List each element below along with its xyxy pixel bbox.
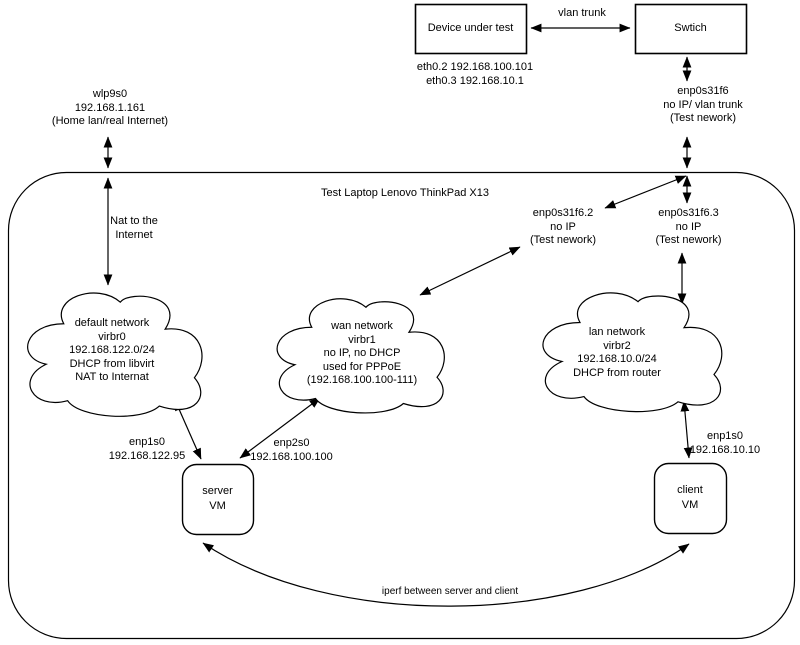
nic-line: 192.168.122.95 bbox=[108, 449, 186, 462]
vlan-trunk-label: vlan trunk bbox=[558, 7, 606, 19]
nat-line: Nat to the bbox=[110, 215, 158, 227]
cloud-line: used for PPPoE bbox=[322, 360, 402, 373]
cloud-line: virbr1 bbox=[348, 333, 376, 346]
arrow-iperf-curve bbox=[202, 542, 690, 607]
cloud-line: DHCP from libvirt bbox=[69, 357, 155, 370]
cloud-line: no IP, no DHCP bbox=[323, 347, 401, 359]
server-enp1s0-label: enp1s0 192.168.122.95 bbox=[102, 436, 192, 463]
enp0s31f6-3-label: enp0s31f6.3 no IP (Test nework) bbox=[636, 207, 741, 248]
cloud-line: 192.168.122.0/24 bbox=[69, 344, 155, 356]
nic-line: enp2s0 bbox=[273, 437, 310, 449]
switch-port-line: no IP/ vlan trunk bbox=[663, 98, 743, 111]
cloud-line: virbr2 bbox=[603, 339, 631, 352]
arrow-wan-enp2 bbox=[419, 246, 521, 296]
enp3-line: no IP bbox=[675, 220, 702, 233]
enp3-line: (Test nework) bbox=[655, 234, 722, 246]
device-under-test-box bbox=[414, 3, 528, 55]
switch-port-line: enp0s31f6 bbox=[677, 85, 729, 97]
device-eth-line: eth0.3 192.168.10.1 bbox=[426, 74, 524, 87]
client-vm-label: client VM bbox=[654, 463, 726, 533]
laptop-title: Test Laptop Lenovo ThinkPad X13 bbox=[321, 187, 489, 199]
client-enp1s0-label: enp1s0 192.168.10.10 bbox=[680, 430, 770, 457]
lan-network-cloud bbox=[543, 293, 722, 412]
arrow-wan-server bbox=[239, 397, 321, 459]
device-eth-line: eth0.2 192.168.100.101 bbox=[416, 61, 534, 73]
wan-network-cloud-label: wan network virbr1 no IP, no DHCP used f… bbox=[287, 320, 437, 388]
wan-network-cloud bbox=[277, 299, 444, 413]
enp3-line: enp0s31f6.3 bbox=[658, 207, 719, 219]
server-vm-label: server VM bbox=[182, 464, 253, 534]
switch-port-label: enp0s31f6 no IP/ vlan trunk (Test nework… bbox=[637, 85, 769, 126]
cloud-line: NAT to Internat bbox=[75, 371, 149, 383]
enp2-line: (Test nework) bbox=[529, 234, 597, 246]
cloud-line: lan network bbox=[588, 326, 646, 338]
arrow-lan-client bbox=[680, 400, 693, 459]
vm-line: VM bbox=[681, 499, 699, 511]
client-vm-box bbox=[653, 462, 728, 535]
lan-network-cloud-label: lan network virbr2 192.168.10.0/24 DHCP … bbox=[537, 326, 697, 380]
nic-line: enp1s0 bbox=[128, 436, 166, 448]
vm-line: client bbox=[677, 484, 703, 496]
vm-line: VM bbox=[209, 500, 226, 512]
wifi-line: 192.168.1.161 bbox=[74, 101, 146, 114]
arrow-laptop-enp2 bbox=[604, 175, 687, 209]
enp2-line: no IP bbox=[550, 220, 576, 233]
default-network-cloud bbox=[28, 293, 202, 416]
wifi-interface-label: wlp9s0 192.168.1.161 (Home lan/real Inte… bbox=[30, 88, 190, 129]
laptop-boundary bbox=[7, 171, 796, 640]
cloud-line: virbr0 bbox=[98, 330, 126, 343]
nic-line: 192.168.100.100 bbox=[250, 450, 333, 463]
nat-line: Internet bbox=[115, 228, 153, 241]
iperf-label: iperf between server and client bbox=[381, 586, 519, 597]
switch-port-line: (Test nework) bbox=[669, 112, 737, 124]
default-network-cloud-label: default network virbr0 192.168.122.0/24 … bbox=[32, 317, 192, 385]
wifi-line: wlp9s0 bbox=[92, 88, 128, 100]
nic-line: 192.168.10.10 bbox=[689, 443, 761, 456]
switch-box bbox=[634, 3, 748, 55]
server-vm-box bbox=[181, 463, 255, 536]
cloud-line: default network bbox=[74, 317, 150, 329]
switch-text: Swtich bbox=[674, 22, 707, 34]
device-eth-label: eth0.2 192.168.100.101 eth0.3 192.168.10… bbox=[403, 61, 547, 88]
wifi-line: (Home lan/real Internet) bbox=[51, 115, 169, 127]
nat-label: Nat to the Internet bbox=[108, 215, 160, 242]
nic-line: enp1s0 bbox=[706, 430, 744, 442]
enp2-line: enp0s31f6.2 bbox=[532, 207, 594, 219]
cloud-line: (192.168.100.100-111) bbox=[306, 374, 418, 386]
cloud-line: DHCP from router bbox=[573, 366, 661, 379]
cloud-line: 192.168.10.0/24 bbox=[577, 353, 657, 365]
server-enp2s0-label: enp2s0 192.168.100.100 bbox=[245, 437, 338, 464]
vm-line: server bbox=[202, 485, 233, 497]
cloud-line: wan network bbox=[331, 320, 393, 332]
device-under-test-text: Device under test bbox=[427, 22, 514, 34]
device-under-test-label: Device under test bbox=[415, 4, 526, 53]
switch-label: Swtich bbox=[635, 4, 746, 53]
enp0s31f6-2-label: enp0s31f6.2 no IP (Test nework) bbox=[510, 207, 616, 248]
